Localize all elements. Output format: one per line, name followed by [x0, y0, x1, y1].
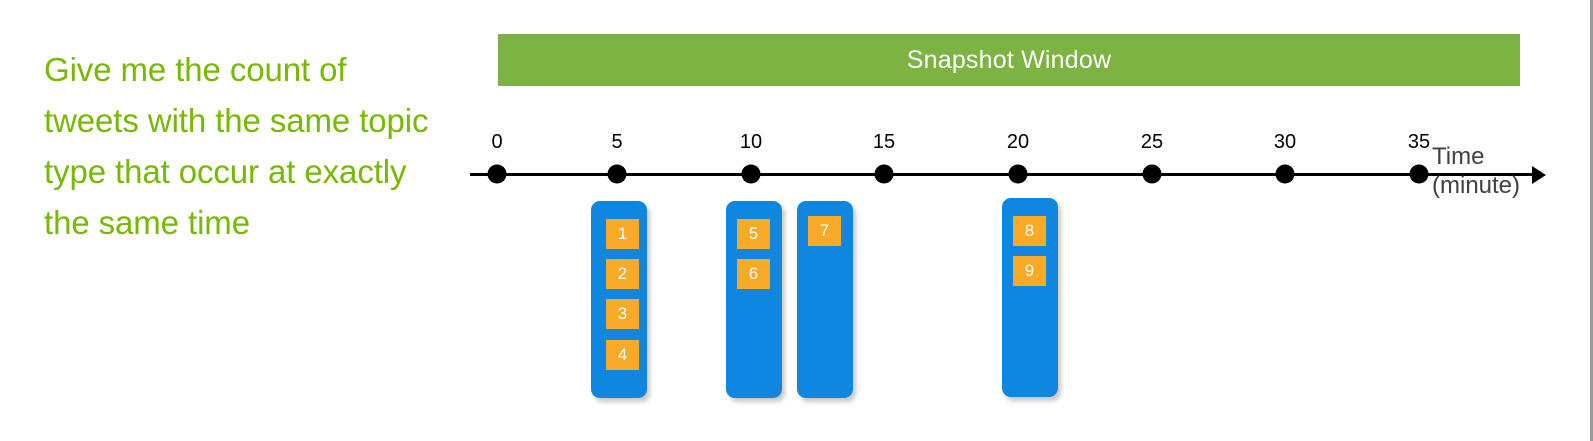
tweet-tile[interactable]: 8	[1013, 216, 1046, 246]
snapshot-window-bar: Snapshot Window	[498, 34, 1520, 86]
axis-tick-label: 5	[611, 131, 623, 153]
axis-tick-dot	[1409, 164, 1429, 184]
axis-title-line2: (minute)	[1432, 172, 1521, 199]
group-at-5[interactable]: 1 2 3 4	[591, 201, 647, 398]
axis-arrow-icon	[1532, 166, 1546, 184]
axis-tick-label: 15	[872, 131, 896, 153]
snapshot-window-label: Snapshot Window	[906, 45, 1112, 74]
axis-tick-dot	[874, 164, 894, 184]
axis-tick-dot	[487, 164, 507, 184]
axis-tick-label: 35	[1407, 131, 1431, 153]
axis-tick-label: 30	[1273, 131, 1297, 153]
group-at-10-b[interactable]: 7	[797, 201, 853, 398]
tweet-tile[interactable]: 6	[737, 259, 770, 289]
tweet-tile[interactable]: 9	[1013, 256, 1046, 286]
tweet-tile[interactable]: 3	[606, 299, 639, 329]
caption-text: Give me the count of tweets with the sam…	[44, 51, 429, 241]
axis-title: Time (minute)	[1432, 142, 1520, 200]
tweet-tile[interactable]: 2	[606, 259, 639, 289]
axis-tick-dot	[1142, 164, 1162, 184]
axis-tick-dot	[1008, 164, 1028, 184]
axis-tick-label: 25	[1140, 131, 1164, 153]
axis-tick-label: 20	[1006, 131, 1030, 153]
axis-line	[470, 173, 1535, 176]
axis-tick-dot	[607, 164, 627, 184]
axis-tick-label: 0	[491, 131, 503, 153]
tweet-tile[interactable]: 7	[808, 216, 841, 246]
tweet-tile[interactable]: 1	[606, 219, 639, 249]
axis-tick-label: 10	[739, 131, 763, 153]
axis-tick-dot	[741, 164, 761, 184]
axis-title-line1: Time	[1432, 143, 1485, 170]
tweet-tile[interactable]: 5	[737, 219, 770, 249]
tweet-tile[interactable]: 4	[606, 340, 639, 370]
axis-tick-dot	[1275, 164, 1295, 184]
